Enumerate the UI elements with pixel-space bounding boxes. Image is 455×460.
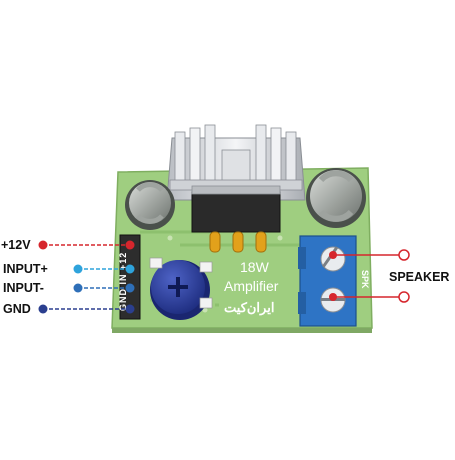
capacitor-left — [125, 180, 175, 230]
wire-speaker-bottom — [329, 291, 410, 303]
heatsink — [166, 124, 306, 201]
terminal-silkscreen: SPK — [360, 270, 370, 289]
board-title-line1: 18W — [240, 259, 270, 275]
label-input-minus: INPUT- — [3, 281, 44, 295]
capacitor-right — [306, 168, 366, 228]
label-gnd: GND — [3, 302, 31, 316]
wire-12v — [38, 240, 135, 250]
header-silkscreen: GND IN +12 — [118, 252, 128, 311]
label-speaker: SPEAKER — [389, 270, 450, 284]
label-input-plus: INPUT+ — [3, 262, 48, 276]
potentiometer — [149, 257, 213, 320]
wire-speaker-top — [329, 249, 410, 261]
label-12v: +12V — [1, 238, 31, 252]
amplifier-ic — [191, 185, 281, 253]
wire-gnd — [38, 304, 135, 314]
wire-input-minus — [73, 283, 135, 293]
board-title-line2: Amplifier — [224, 278, 279, 294]
screw-terminal — [298, 235, 357, 327]
brand-logo: ایران‌کیت — [219, 296, 295, 316]
logo-text: ایران‌کیت — [224, 300, 274, 316]
wire-input-plus — [73, 264, 135, 274]
